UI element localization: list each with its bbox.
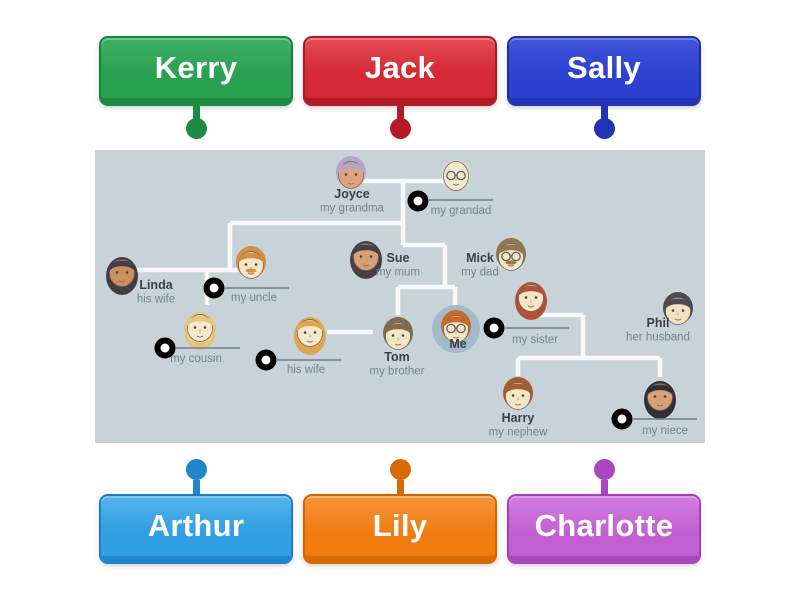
person-relation-my-grandad: my grandad [431, 205, 492, 217]
answer-marker-my-cousin[interactable] [154, 337, 176, 359]
person-relation-my-mum: my mum [376, 267, 420, 279]
label-kerry-box[interactable]: Kerry [99, 36, 293, 106]
label-kerry: Kerry [99, 36, 293, 139]
label-charlotte-box[interactable]: Charlotte [507, 494, 701, 564]
label-lily-pin-dot [389, 459, 411, 480]
answer-marker-my-sister[interactable] [483, 317, 505, 339]
person-relation-his-wife: his wife [137, 294, 175, 306]
person-face-mick [496, 238, 526, 271]
person-relation-my-uncle: my uncle [231, 292, 277, 304]
label-kerry-pin-dot [185, 118, 207, 139]
label-charlotte-pin-dot [593, 459, 615, 480]
person-relation-his-wife: his wife [287, 364, 325, 376]
person-face-sue [350, 241, 382, 279]
person-relation-my-nephew: my nephew [489, 427, 549, 439]
person-name-me: Me [449, 337, 466, 351]
person-face-his-wife [294, 317, 326, 355]
label-sally-pin-stem [600, 105, 608, 120]
label-charlotte-text: Charlotte [534, 508, 674, 543]
label-arthur-box[interactable]: Arthur [99, 494, 293, 564]
label-sally: Sally [507, 36, 701, 139]
person-relation-my-grandma: my grandma [320, 203, 385, 215]
person-face-my-uncle [236, 246, 266, 279]
person-name-phil: Phil [647, 316, 670, 330]
person-name-mick: Mick [466, 251, 494, 265]
label-charlotte: Charlotte [507, 459, 701, 564]
label-arthur-pin-stem [192, 480, 200, 494]
label-lily-box[interactable]: Lily [303, 494, 497, 564]
person-relation-my-dad: my dad [461, 267, 499, 279]
answer-marker-his-wife[interactable] [255, 349, 277, 371]
label-sally-box[interactable]: Sally [507, 36, 701, 106]
label-lily-text: Lily [372, 508, 428, 543]
person-face-my-niece [644, 381, 676, 419]
person-name-linda: Linda [139, 278, 173, 292]
person-face-me [432, 305, 480, 353]
person-face-tom [383, 317, 413, 350]
answer-marker-my-niece[interactable] [611, 408, 633, 430]
label-lily: Lily [303, 459, 497, 564]
label-jack-box[interactable]: Jack [303, 36, 497, 106]
label-kerry-pin-stem [192, 105, 200, 120]
label-sally-text: Sally [567, 50, 641, 85]
label-arthur-text: Arthur [147, 508, 245, 543]
person-face-my-grandad [441, 159, 471, 191]
label-arthur: Arthur [99, 459, 293, 564]
label-jack: Jack [303, 36, 497, 139]
label-lily-pin-stem [396, 480, 404, 494]
person-name-tom: Tom [384, 350, 409, 364]
label-arthur-pin-dot [185, 459, 207, 480]
person-face-harry [503, 377, 533, 410]
person-face-joyce [336, 156, 366, 189]
person-face-my-sister [515, 282, 547, 320]
answer-marker-my-grandad[interactable] [407, 190, 429, 212]
person-face-my-cousin [184, 312, 216, 350]
person-relation-my-niece: my niece [642, 425, 688, 437]
person-relation-my-brother: my brother [370, 366, 425, 378]
person-name-joyce: Joyce [334, 187, 369, 201]
label-charlotte-pin-stem [600, 480, 608, 494]
person-face-phil [663, 292, 693, 325]
label-kerry-text: Kerry [154, 50, 238, 85]
person-name-sue: Sue [387, 251, 410, 265]
label-jack-text: Jack [364, 50, 436, 85]
person-relation-her-husband: her husband [626, 332, 690, 344]
person-name-harry: Harry [502, 411, 535, 425]
answer-marker-my-uncle[interactable] [203, 277, 225, 299]
label-jack-pin-stem [396, 105, 404, 120]
label-jack-pin-dot [389, 118, 411, 139]
person-relation-my-sister: my sister [512, 334, 558, 346]
person-face-linda [106, 257, 138, 295]
person-relation-my-cousin: my cousin [170, 353, 222, 365]
label-sally-pin-dot [593, 118, 615, 139]
